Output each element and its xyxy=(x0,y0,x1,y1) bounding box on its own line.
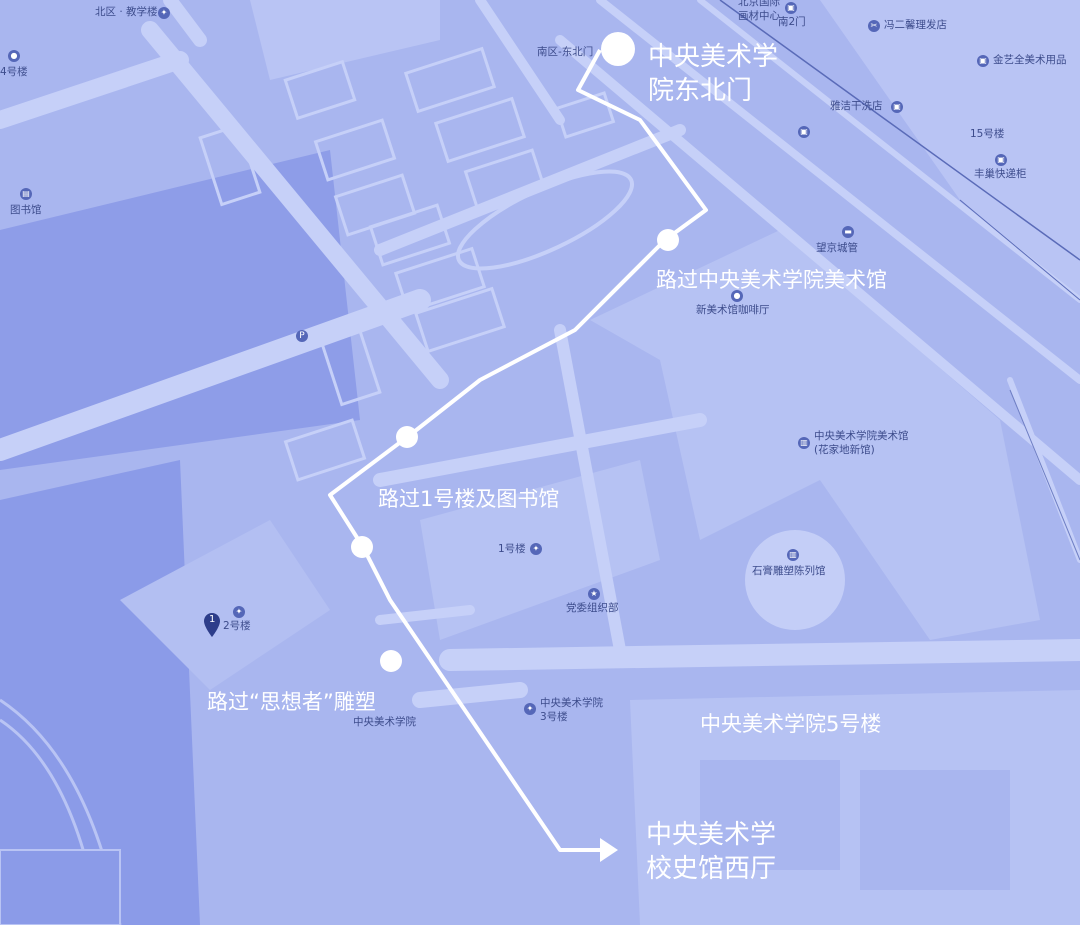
bus-icon: ▣ xyxy=(798,126,810,138)
route-thinker-label: 路过“思想者”雕塑 xyxy=(207,690,376,714)
poi-party-committee[interactable]: 党委组织部 xyxy=(566,602,619,614)
poi-bldg2[interactable]: 2号楼 xyxy=(223,620,251,632)
arrow-head-icon xyxy=(600,838,618,862)
poi-bldg4[interactable]: 4号楼 xyxy=(0,66,28,78)
poi-museum-2[interactable]: (花家地新馆) xyxy=(814,444,875,456)
poi-beijing-intl-2[interactable]: 画材中心 xyxy=(738,10,780,22)
poi-south-gate2[interactable]: 南2门 xyxy=(778,16,806,28)
museum-icon: ▥ xyxy=(787,549,799,561)
poi-yajie[interactable]: 雅洁干洗店 xyxy=(830,100,883,112)
parking-icon: P xyxy=(296,330,308,342)
shop-icon: ▣ xyxy=(785,2,797,14)
government-icon: ▬ xyxy=(842,226,854,238)
cafe-icon: ● xyxy=(731,290,743,302)
building5-label: 中央美术学院5号楼 xyxy=(700,712,882,736)
route-building1-label: 路过1号楼及图书馆 xyxy=(378,487,560,511)
poi-jinyiquan[interactable]: 金艺全美术用品 xyxy=(993,54,1067,66)
route-node-building1[interactable] xyxy=(396,426,418,448)
school-icon: ✦ xyxy=(158,7,170,19)
field-area xyxy=(0,460,200,925)
poi-bldg3-2[interactable]: 3号楼 xyxy=(540,711,568,723)
poi-bldg1[interactable]: 1号楼 xyxy=(498,543,526,555)
poi-bldg3-1[interactable]: 中央美术学院 xyxy=(540,697,603,709)
route-path xyxy=(328,49,708,852)
poi-shicheng[interactable]: 石膏雕塑陈列馆 xyxy=(752,565,826,577)
route-start-node[interactable] xyxy=(601,32,635,66)
poi-library[interactable]: 图书馆 xyxy=(10,204,42,216)
route-node-thinker[interactable] xyxy=(380,650,402,672)
poi-fengchao[interactable]: 丰巢快递柜 xyxy=(974,168,1027,180)
route-museum-label: 路过中央美术学院美术馆 xyxy=(656,268,887,292)
school-icon: ✦ xyxy=(524,703,536,715)
route-node-library[interactable] xyxy=(351,536,373,558)
route-end-label: 中央美术学 校史馆西厅 xyxy=(646,820,777,884)
poi-cafa[interactable]: 中央美术学院 xyxy=(353,716,416,728)
barber-icon: ✂ xyxy=(868,20,880,32)
laundry-icon: ▣ xyxy=(891,101,903,113)
poi-bldg15[interactable]: 15号楼 xyxy=(970,128,1005,140)
locker-icon: ▣ xyxy=(995,154,1007,166)
school-icon: ✦ xyxy=(233,606,245,618)
shop-icon: ▣ xyxy=(977,55,989,67)
map-pin-number: 1 xyxy=(209,614,216,625)
poi-beijing-intl-1[interactable]: 北京国际 xyxy=(738,0,780,8)
poi-icon: ● xyxy=(8,50,20,62)
poi-north-teaching[interactable]: 北区 · 教学楼 xyxy=(95,6,158,18)
dark-block xyxy=(0,150,360,470)
museum-icon: ▥ xyxy=(798,437,810,449)
route-node-museum[interactable] xyxy=(657,229,679,251)
library-icon: ▤ xyxy=(20,188,32,200)
poi-museum-1[interactable]: 中央美术学院美术馆 xyxy=(814,430,909,442)
poi-new-museum-cafe[interactable]: 新美术馆咖啡厅 xyxy=(696,304,770,316)
school-icon: ✦ xyxy=(530,543,542,555)
route-start-label: 中央美术学 院东北门 xyxy=(648,42,779,106)
poi-fengerhui[interactable]: 冯二馨理发店 xyxy=(884,19,947,31)
poi-wangjing-city[interactable]: 望京城管 xyxy=(816,242,858,254)
star-icon: ★ xyxy=(588,588,600,600)
map-pin-icon[interactable] xyxy=(203,612,221,638)
poi-south-east-gate[interactable]: 南区-东北门 xyxy=(537,46,594,58)
